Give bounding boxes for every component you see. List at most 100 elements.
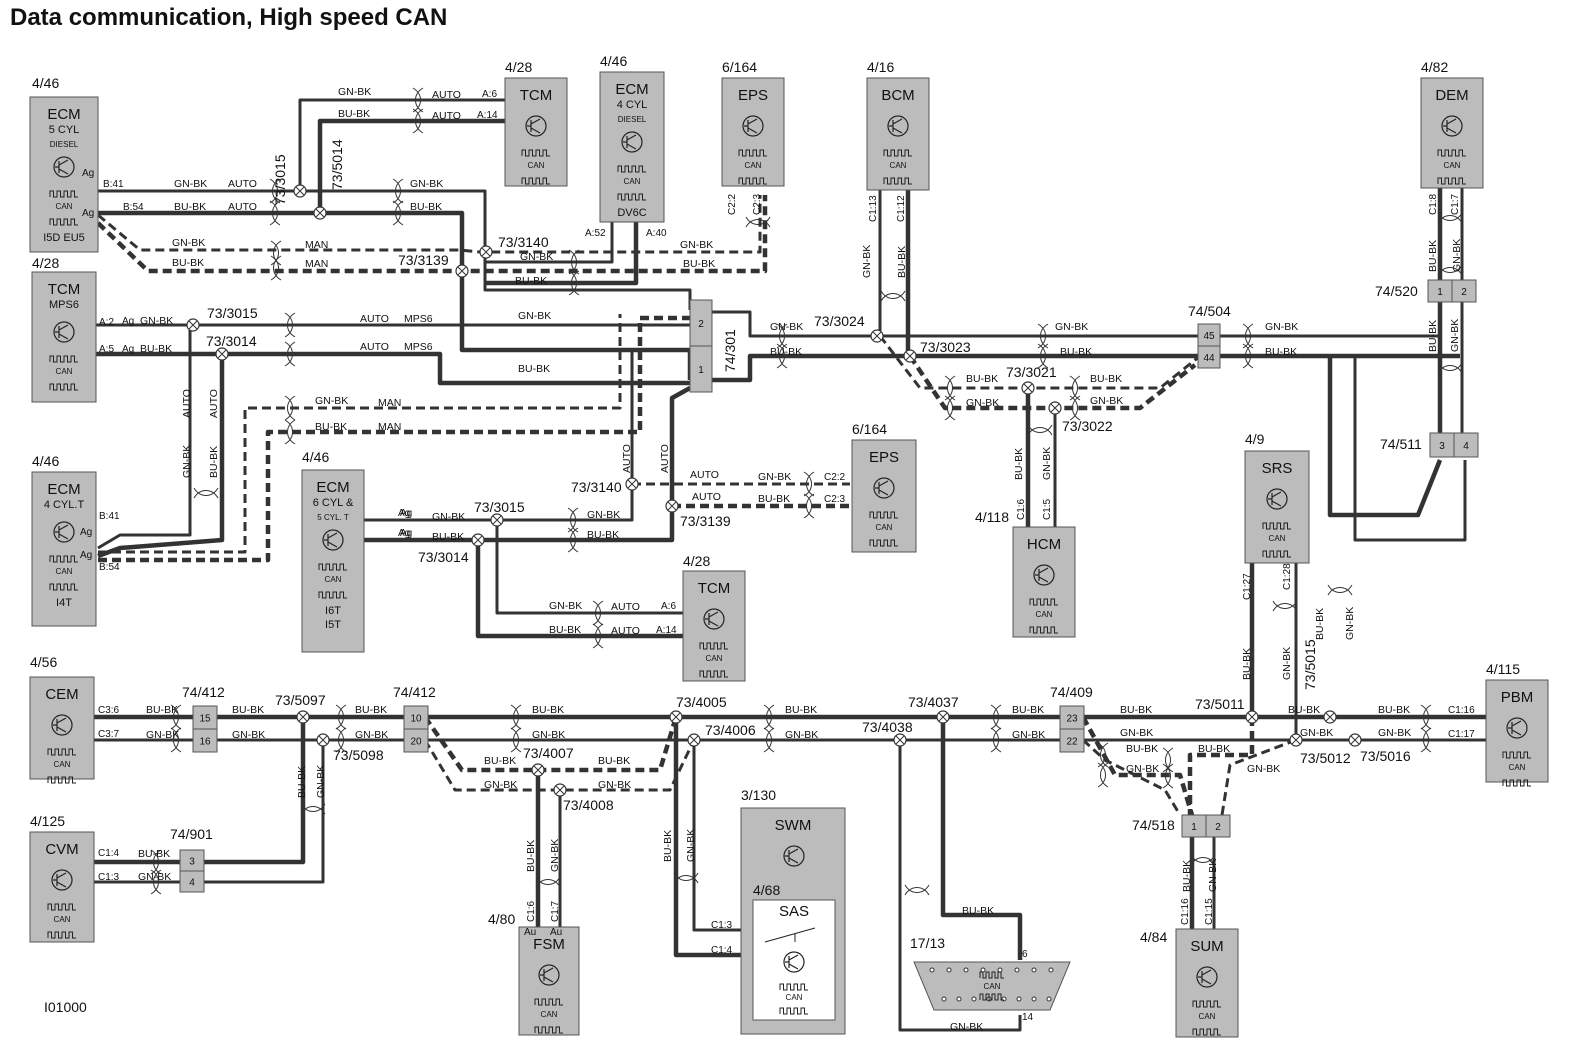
twist-marker bbox=[1242, 323, 1254, 349]
pulse-icon bbox=[1029, 626, 1058, 634]
wire-label: GN-BK bbox=[1207, 859, 1219, 892]
twist-marker bbox=[284, 419, 296, 445]
transistor-symbol bbox=[1508, 720, 1522, 736]
pin-ag-label: Ag bbox=[398, 528, 410, 539]
transistor-icon bbox=[53, 156, 75, 178]
wire-label: GN-BK bbox=[1055, 321, 1088, 333]
can-wire bbox=[94, 740, 325, 884]
module-ref: 4/28 bbox=[32, 255, 59, 271]
wire-label: MPS6 bbox=[404, 313, 433, 325]
junction-cross bbox=[473, 535, 483, 545]
dlc-pin bbox=[997, 967, 1003, 973]
wire-label: BU-BK bbox=[1265, 346, 1297, 358]
can-label: CAN bbox=[984, 982, 1001, 991]
module-ref: 4/46 bbox=[302, 449, 329, 465]
splice-junction bbox=[215, 347, 229, 361]
splice-junction bbox=[893, 733, 907, 747]
module-name: CVM bbox=[45, 841, 78, 858]
splice-junction bbox=[625, 477, 639, 491]
wire-label: GN-BK bbox=[172, 237, 205, 249]
pin-label: C1:17 bbox=[1448, 729, 1475, 740]
junction-cross bbox=[667, 501, 677, 511]
module-ref: 4/46 bbox=[32, 75, 59, 91]
junction-label: 73/3024 bbox=[814, 313, 865, 329]
twist-marker bbox=[270, 255, 282, 281]
junction-cross bbox=[895, 735, 905, 745]
can-wire bbox=[878, 335, 1201, 390]
wire-label: BU-BK bbox=[1012, 704, 1044, 716]
pulse-icon bbox=[869, 539, 898, 547]
pulse-icon bbox=[1192, 1028, 1221, 1036]
transistor-icon bbox=[783, 951, 805, 973]
connector-cell bbox=[1453, 432, 1479, 458]
module-name: ECM bbox=[316, 479, 349, 496]
can-wire bbox=[98, 98, 505, 193]
connector-ref: 74/412 bbox=[182, 684, 225, 700]
pulse-icon bbox=[1502, 751, 1531, 759]
twist-marker bbox=[300, 803, 326, 815]
module-name: TCM bbox=[48, 281, 81, 298]
wire-label: AUTO bbox=[690, 469, 719, 481]
junction-cross bbox=[533, 765, 543, 775]
wire-label: BU-BK bbox=[525, 840, 537, 872]
wire-label: AUTO bbox=[659, 444, 671, 473]
twist-marker bbox=[673, 872, 699, 884]
transistor-symbol bbox=[1035, 567, 1049, 583]
wire-label: GN-BK bbox=[549, 839, 561, 872]
splice-junction bbox=[1021, 381, 1035, 395]
pulse-icon bbox=[617, 165, 646, 173]
pin-label: C1:6 bbox=[526, 900, 537, 922]
twist-marker bbox=[1069, 375, 1081, 401]
splice-junction bbox=[296, 710, 310, 724]
twist-marker bbox=[1190, 854, 1216, 866]
wire-label: AUTO bbox=[611, 625, 640, 637]
twist-marker bbox=[776, 323, 788, 349]
junction-cross bbox=[1023, 383, 1033, 393]
wire-label: BU-BK bbox=[172, 257, 204, 269]
junction-cross bbox=[1350, 735, 1360, 745]
can-label: CAN bbox=[745, 161, 762, 170]
junction-cross bbox=[1247, 712, 1257, 722]
pulse-icon bbox=[318, 591, 347, 599]
transistor-icon bbox=[1441, 115, 1463, 137]
module-ref: 4/68 bbox=[753, 882, 780, 898]
dlc-pin bbox=[1031, 967, 1037, 973]
pulse-icon bbox=[49, 218, 78, 226]
wire-label: GN-BK bbox=[1247, 763, 1280, 775]
junction-label: 73/4037 bbox=[908, 694, 959, 710]
junction-cross bbox=[481, 247, 491, 257]
junction-cross bbox=[315, 208, 325, 218]
pin-label: A:40 bbox=[646, 228, 667, 239]
twist-marker bbox=[412, 108, 424, 134]
wire-label: BU-BK bbox=[1090, 373, 1122, 385]
pulse-icon bbox=[699, 670, 728, 678]
transistor-symbol bbox=[324, 532, 338, 548]
can-wire bbox=[94, 717, 306, 865]
transistor-icon bbox=[322, 529, 344, 551]
module-bottom-label: I5T bbox=[325, 619, 341, 631]
pin-label: C2:3 bbox=[824, 494, 846, 505]
junction-cross bbox=[318, 735, 328, 745]
dlc-pin bbox=[1048, 967, 1054, 973]
wire-label: GN-BK bbox=[1449, 319, 1461, 352]
wire-label: GN-BK bbox=[587, 509, 620, 521]
wire-label: GN-BK bbox=[532, 729, 565, 741]
pulse-icon bbox=[47, 903, 76, 911]
wire-label: BU-BK bbox=[1181, 860, 1193, 892]
wire-label: BU-BK bbox=[355, 704, 387, 716]
can-wire bbox=[495, 520, 683, 615]
pin-label: C1:7 bbox=[1450, 193, 1461, 215]
twist-marker bbox=[150, 849, 162, 875]
twist-marker bbox=[1242, 343, 1254, 369]
connector-ref: 74/511 bbox=[1380, 436, 1422, 452]
pin-au-label: Au bbox=[524, 927, 536, 938]
can-wire bbox=[1081, 715, 1195, 816]
pulse-icon bbox=[47, 748, 76, 756]
module-name: BCM bbox=[881, 87, 914, 104]
junction-cross bbox=[1291, 735, 1301, 745]
pulse-icon bbox=[883, 177, 912, 185]
wire-label: GN-BK bbox=[410, 178, 443, 190]
